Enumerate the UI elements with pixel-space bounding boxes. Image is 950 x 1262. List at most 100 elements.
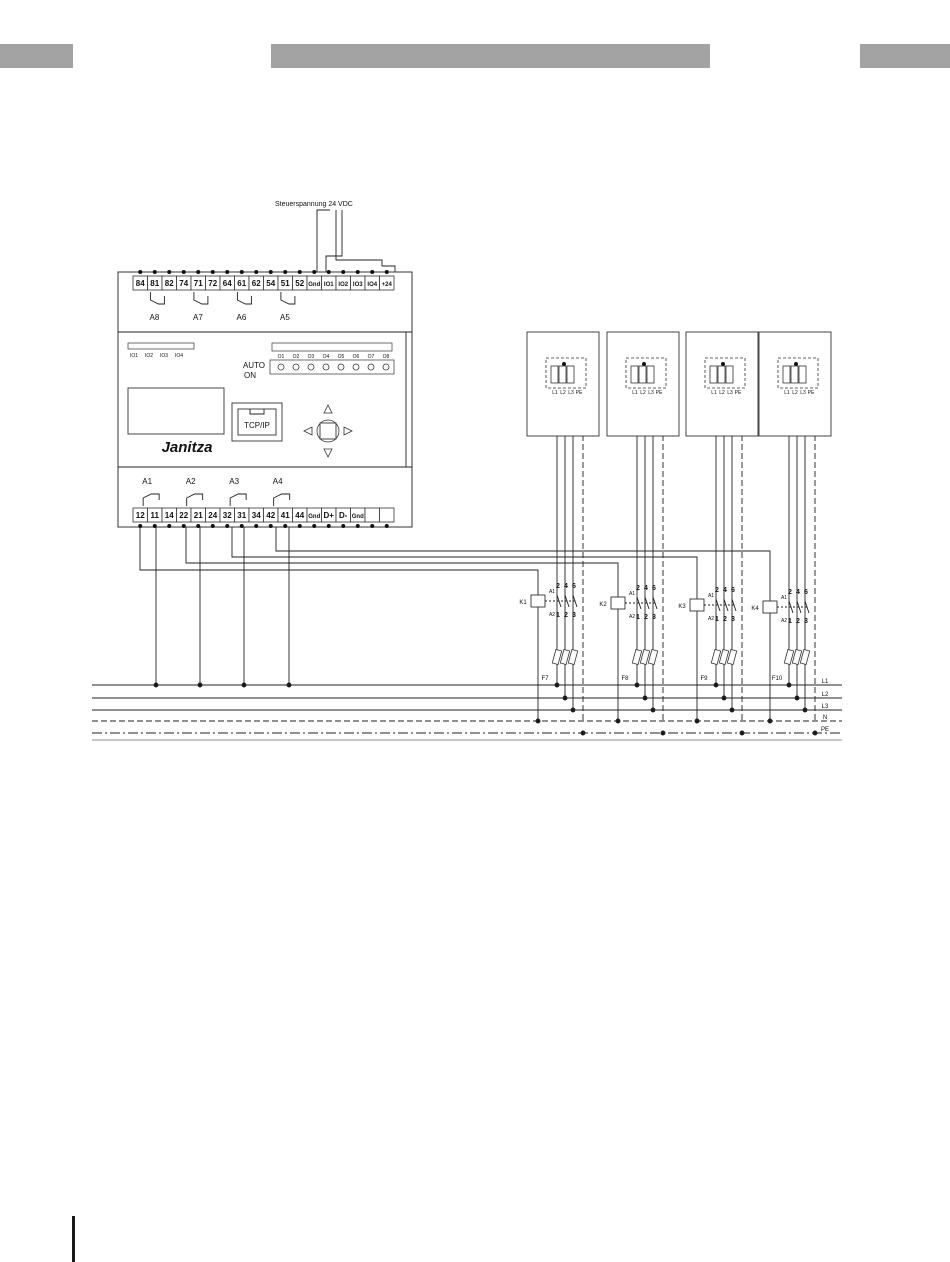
load-common-dot (794, 362, 798, 366)
load-terminal-frame (704, 357, 746, 389)
top-terminal-label: 74 (179, 279, 188, 288)
load-terminal-label: L3 (648, 390, 654, 396)
bottom-terminal-screw (341, 524, 346, 528)
bottom-terminal-screw (210, 524, 215, 528)
bottom-terminal-label: Gnd (352, 514, 364, 520)
load-terminal (782, 365, 791, 384)
fuse-symbol (631, 648, 643, 666)
bottom-terminal-screw (370, 524, 375, 528)
top-terminal-label: Gnd (308, 282, 320, 288)
top-terminal-label: 52 (295, 279, 304, 288)
contactor-contact (556, 594, 562, 608)
bottom-relay-label: A4 (273, 477, 283, 486)
load-terminal-frame (777, 357, 819, 389)
top-relay-label: A5 (280, 313, 290, 322)
top-terminal-label: 72 (208, 279, 217, 288)
fuse-label: F7 (541, 676, 549, 682)
contactor-top-label: 2 (788, 589, 792, 596)
load-terminal (798, 365, 807, 384)
contactor-bottom-label: 3 (572, 612, 576, 619)
load-terminal (717, 365, 726, 384)
led-label: O3 (308, 354, 315, 360)
top-terminal-screw (167, 270, 172, 274)
top-relay-contact (236, 292, 252, 305)
led-label: O2 (293, 354, 300, 360)
contactor-bottom-label: 1 (636, 614, 640, 621)
on-label: ON (244, 371, 256, 380)
contactor-contact (723, 598, 729, 612)
top-terminal-screw (225, 270, 230, 274)
load-box (526, 331, 600, 437)
bottom-terminal-label: 41 (281, 511, 290, 520)
nav-ring (316, 419, 340, 443)
contactor-bottom-label: 2 (644, 614, 648, 621)
load-terminal-label: L1 (784, 390, 790, 396)
brand-logo: Janitza (162, 439, 213, 456)
contactor-top-label: 2 (636, 585, 640, 592)
bottom-terminal-screw (268, 524, 273, 528)
nav-left-arrow-icon (303, 426, 313, 436)
bottom-relay-contact (273, 493, 291, 506)
contactor-top-label: 4 (723, 587, 727, 594)
bottom-terminal-screw (283, 524, 288, 528)
led-indicator (307, 363, 315, 371)
top-relay-contact (193, 292, 209, 305)
load-terminal (638, 365, 647, 384)
coil-terminal-a2: A2 (708, 616, 714, 622)
load-common-dot (562, 362, 566, 366)
load-terminal-frame (545, 357, 587, 389)
top-terminal-label: 64 (223, 279, 232, 288)
bottom-terminal-label: 12 (136, 511, 145, 520)
bottom-relay-contact (142, 493, 160, 506)
led-indicator (337, 363, 345, 371)
fuse-symbol (551, 648, 563, 666)
contactor-contact (731, 598, 737, 612)
top-relay-label: A6 (237, 313, 247, 322)
header-bar-left (0, 44, 73, 68)
load-terminal-label: L2 (792, 390, 798, 396)
fuse-symbol (710, 648, 722, 666)
top-relay-label: A8 (150, 313, 160, 322)
load-terminal-label: L3 (800, 390, 806, 396)
led-label: O4 (323, 354, 330, 360)
load-terminal-label: PE (656, 390, 663, 396)
nav-right-arrow-icon (343, 426, 353, 436)
top-terminal-label: 71 (194, 279, 203, 288)
contactor-coil (610, 596, 626, 610)
top-terminal-label: 51 (281, 279, 290, 288)
contactor-bottom-label: 3 (804, 618, 808, 625)
top-terminal-label: IO4 (367, 282, 377, 288)
led-indicator (292, 363, 300, 371)
fuse-symbol (783, 648, 795, 666)
load-terminal-label: L3 (568, 390, 574, 396)
led-label: O7 (368, 354, 375, 360)
top-relay-contact (149, 292, 165, 305)
contactor-bottom-label: 3 (731, 616, 735, 623)
contactor-bottom-label: 1 (556, 612, 560, 619)
fuse-label: F9 (700, 676, 708, 682)
bottom-terminal-label: 14 (165, 511, 174, 520)
bottom-terminal-label: 34 (252, 511, 261, 520)
bottom-terminal-screw (297, 524, 302, 528)
io-indicator-label: IO1 (130, 353, 138, 359)
contactor-contact (796, 600, 802, 614)
contactor-top-label: 6 (572, 583, 576, 590)
io-indicator-label: IO4 (175, 353, 183, 359)
bus-label: PE (821, 727, 829, 733)
bottom-terminal-label: Gnd (308, 514, 320, 520)
led-row-frame (269, 359, 395, 375)
contactor-top-label: 4 (796, 589, 800, 596)
relay-feed-wire (231, 526, 698, 599)
header-bar-middle (271, 44, 710, 68)
contactor-contact (652, 596, 658, 610)
top-terminal-label: IO2 (338, 282, 348, 288)
bottom-terminal-screw (384, 524, 389, 528)
top-relay-contact (280, 292, 296, 305)
network-port (237, 408, 277, 436)
bottom-terminal-label: D+ (324, 511, 335, 520)
top-terminal-screw (384, 270, 389, 274)
contactor-top-label: 6 (731, 587, 735, 594)
